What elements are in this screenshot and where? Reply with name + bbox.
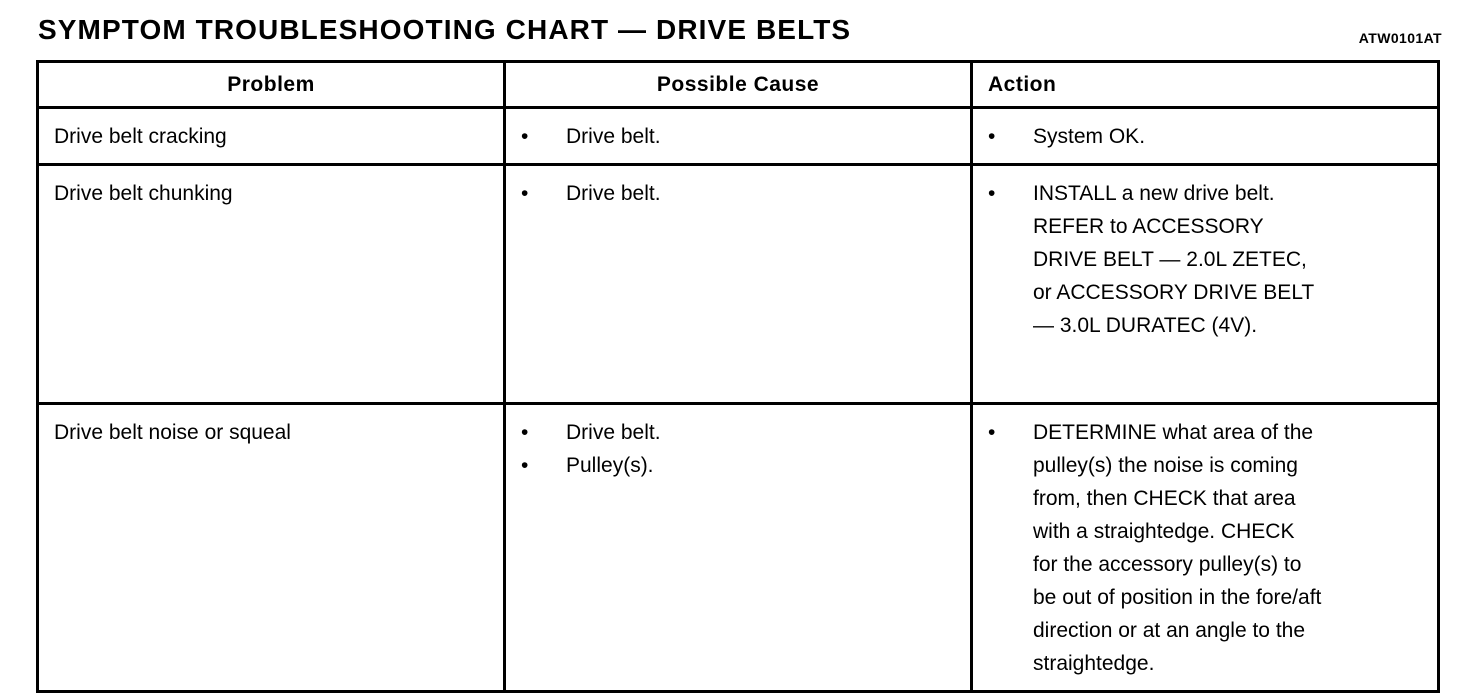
- bullet-icon: •: [988, 125, 996, 148]
- action-list-wrap: • System OK.: [973, 109, 1437, 163]
- bullet-icon: •: [521, 421, 529, 444]
- list-item-text: Drive belt.: [566, 416, 958, 449]
- cause-list-wrap: • Drive belt.: [506, 166, 970, 220]
- problem-text: Drive belt noise or squeal: [54, 421, 291, 444]
- list-item-text: System OK.: [1033, 120, 1425, 153]
- text-line: be out of position in the fore/aft: [1033, 586, 1322, 609]
- text-line: pulley(s) the noise is coming: [1033, 454, 1298, 477]
- column-header-action: Action: [970, 60, 1440, 109]
- text-line: Drive belt.: [566, 125, 661, 148]
- list-item-text: Pulley(s).: [566, 449, 958, 482]
- action-list: • DETERMINE what area of the pulley(s) t…: [985, 416, 1425, 680]
- text-line: System OK.: [1033, 125, 1146, 148]
- problem-text: Drive belt cracking: [54, 125, 227, 148]
- list-item-text: INSTALL a new drive belt. REFER to ACCES…: [1033, 177, 1425, 342]
- text-line: straightedge.: [1033, 652, 1155, 675]
- text-line: Drive belt.: [566, 421, 661, 444]
- cause-list-wrap: • Drive belt.: [506, 109, 970, 163]
- text-line: from, then CHECK that area: [1033, 487, 1296, 510]
- text-line: or ACCESSORY DRIVE BELT: [1033, 281, 1315, 304]
- page-title: SYMPTOM TROUBLESHOOTING CHART — DRIVE BE…: [38, 14, 852, 45]
- list-item: • DETERMINE what area of the pulley(s) t…: [985, 416, 1425, 680]
- problem-text-wrap: Drive belt chunking: [39, 166, 503, 220]
- column-header-possible-cause-label: Possible Cause: [656, 73, 820, 96]
- problem-cell: Drive belt cracking: [36, 106, 506, 166]
- list-item: • System OK.: [985, 120, 1425, 153]
- column-header-possible-cause: Possible Cause: [503, 60, 973, 109]
- text-line: Drive belt.: [566, 182, 661, 205]
- bullet-icon: •: [521, 182, 529, 205]
- cause-cell: • Drive belt. • Pulley(s).: [503, 402, 973, 693]
- column-header-action-label: Action: [988, 73, 1057, 96]
- text-line: — 3.0L DURATEC (4V).: [1033, 314, 1258, 337]
- text-line: INSTALL a new drive belt.: [1033, 182, 1275, 205]
- list-item: • Drive belt.: [518, 416, 958, 449]
- text-line: with a straightedge. CHECK: [1033, 520, 1295, 543]
- problem-text: Drive belt chunking: [54, 182, 233, 205]
- action-cell: • INSTALL a new drive belt. REFER to ACC…: [970, 163, 1440, 405]
- list-item: • INSTALL a new drive belt. REFER to ACC…: [985, 177, 1425, 342]
- list-item: • Pulley(s).: [518, 449, 958, 482]
- action-list-wrap: • INSTALL a new drive belt. REFER to ACC…: [973, 166, 1437, 352]
- cause-list: • Drive belt.: [518, 177, 958, 210]
- table-row: Drive belt chunking • Drive belt.: [36, 163, 1440, 405]
- table-row: Drive belt cracking • Drive belt.: [36, 106, 1440, 166]
- column-header-problem-label: Problem: [227, 73, 315, 96]
- action-list-wrap: • DETERMINE what area of the pulley(s) t…: [973, 405, 1437, 690]
- list-item-text: Drive belt.: [566, 177, 958, 210]
- text-line: REFER to ACCESSORY: [1033, 215, 1264, 238]
- text-line: Pulley(s).: [566, 454, 654, 477]
- text-line: DETERMINE what area of the: [1033, 421, 1314, 444]
- problem-text-wrap: Drive belt cracking: [39, 109, 503, 163]
- action-list: • INSTALL a new drive belt. REFER to ACC…: [985, 177, 1425, 342]
- document-code: ATW0101AT: [1358, 30, 1442, 46]
- action-list: • System OK.: [985, 120, 1425, 153]
- column-header-problem: Problem: [36, 60, 506, 109]
- bullet-icon: •: [521, 125, 529, 148]
- problem-cell: Drive belt noise or squeal: [36, 402, 506, 693]
- list-item: • Drive belt.: [518, 120, 958, 153]
- bullet-icon: •: [521, 454, 529, 477]
- bullet-icon: •: [988, 182, 996, 205]
- table-header-row: Problem Possible Cause Action: [36, 60, 1440, 109]
- cause-list-wrap: • Drive belt. • Pulley(s).: [506, 405, 970, 492]
- cause-cell: • Drive belt.: [503, 106, 973, 166]
- symptom-troubleshooting-table: Problem Possible Cause Action Drive belt…: [36, 60, 1440, 693]
- table-header: Problem Possible Cause Action: [36, 60, 1440, 109]
- text-line: for the accessory pulley(s) to: [1033, 553, 1302, 576]
- list-item-text: Drive belt.: [566, 120, 958, 153]
- bullet-icon: •: [988, 421, 996, 444]
- action-cell: • DETERMINE what area of the pulley(s) t…: [970, 402, 1440, 693]
- action-cell: • System OK.: [970, 106, 1440, 166]
- cause-list: • Drive belt. • Pulley(s).: [518, 416, 958, 482]
- title-bar: SYMPTOM TROUBLESHOOTING CHART — DRIVE BE…: [0, 0, 1472, 58]
- list-item-text: DETERMINE what area of the pulley(s) the…: [1033, 416, 1425, 680]
- problem-cell: Drive belt chunking: [36, 163, 506, 405]
- table-body: Drive belt cracking • Drive belt.: [36, 106, 1440, 693]
- table-row: Drive belt noise or squeal • Drive belt.…: [36, 402, 1440, 693]
- cause-cell: • Drive belt.: [503, 163, 973, 405]
- cause-list: • Drive belt.: [518, 120, 958, 153]
- text-line: direction or at an angle to the: [1033, 619, 1306, 642]
- text-line: DRIVE BELT — 2.0L ZETEC,: [1033, 248, 1307, 271]
- problem-text-wrap: Drive belt noise or squeal: [39, 405, 503, 459]
- list-item: • Drive belt.: [518, 177, 958, 210]
